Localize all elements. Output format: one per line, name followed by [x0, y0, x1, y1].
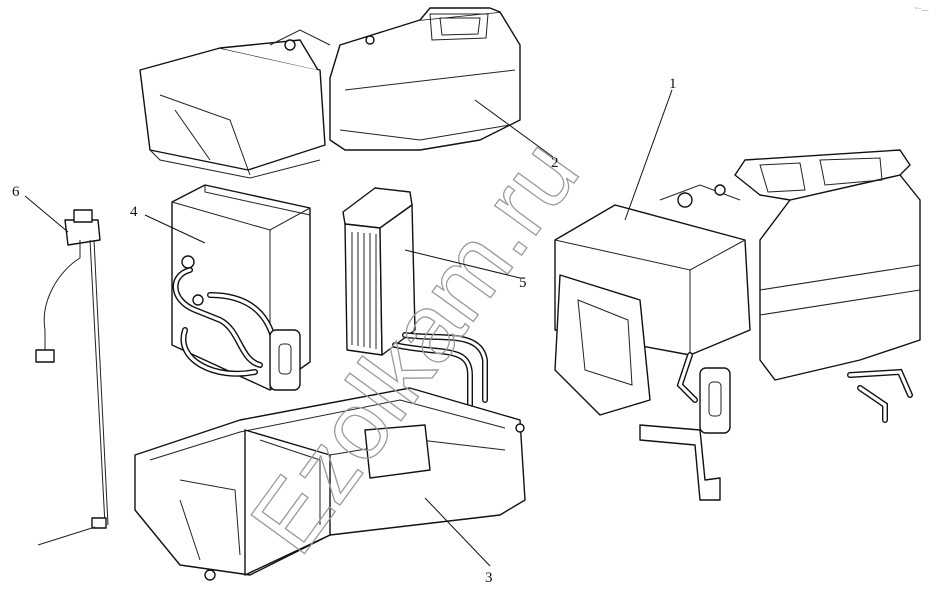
- callout-3: 3: [485, 570, 493, 586]
- callout-6: 6: [12, 184, 20, 200]
- callout-4: 4: [130, 204, 138, 220]
- leader-line-5: [404, 249, 521, 279]
- leader-line-4: [144, 214, 206, 244]
- leader-line-1: [624, 89, 673, 221]
- leader-line-3: [424, 497, 491, 567]
- temperature-sensor: [35, 209, 109, 546]
- leader-line-2: [474, 99, 554, 158]
- callout-5: 5: [519, 275, 527, 291]
- corner-mark: °⁻—: [915, 6, 929, 14]
- upper-housing: [139, 7, 521, 179]
- lower-housing: [134, 387, 526, 581]
- evaporator: [342, 187, 488, 408]
- assembled-heater-unit: [554, 149, 921, 501]
- callout-2: 2: [551, 155, 559, 171]
- heater-core: [171, 184, 311, 391]
- callout-1: 1: [669, 76, 677, 92]
- leader-line-6: [24, 195, 69, 233]
